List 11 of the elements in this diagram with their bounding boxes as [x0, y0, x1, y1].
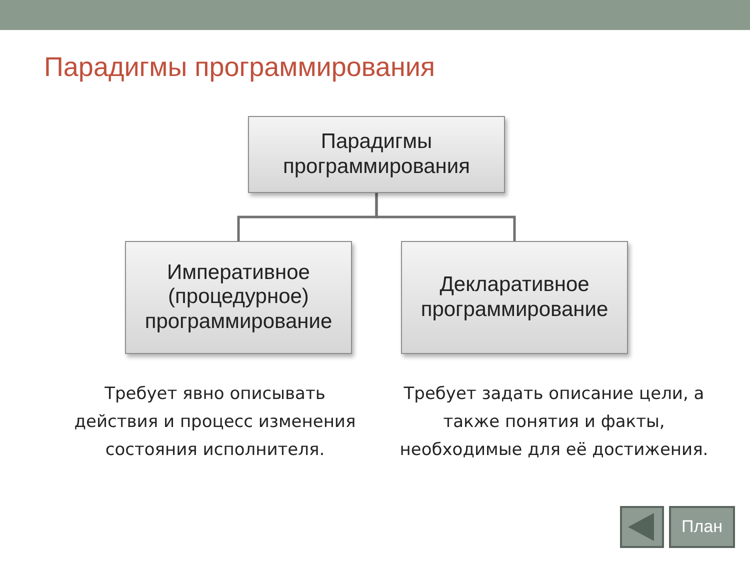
plan-button: План	[669, 506, 735, 548]
box-label: Парадигмы программирования	[282, 130, 471, 179]
slide-title: Парадигмы программирования	[44, 52, 436, 83]
hierarchy-box	[125, 241, 352, 354]
description-text: Требует явно описывать действия и процесс изменения состояния исполнителя.	[73, 383, 357, 462]
connector-line	[375, 193, 516, 241]
box-label: Императивное (процедурное) программирование	[144, 261, 334, 334]
box-label: Декларативное программирование	[420, 273, 610, 322]
hierarchy-box	[401, 241, 628, 354]
description-text: Требует задать описание цели, а также понятия и факты, необходимые для её достижения.	[398, 383, 710, 462]
hierarchy-box	[248, 116, 505, 193]
